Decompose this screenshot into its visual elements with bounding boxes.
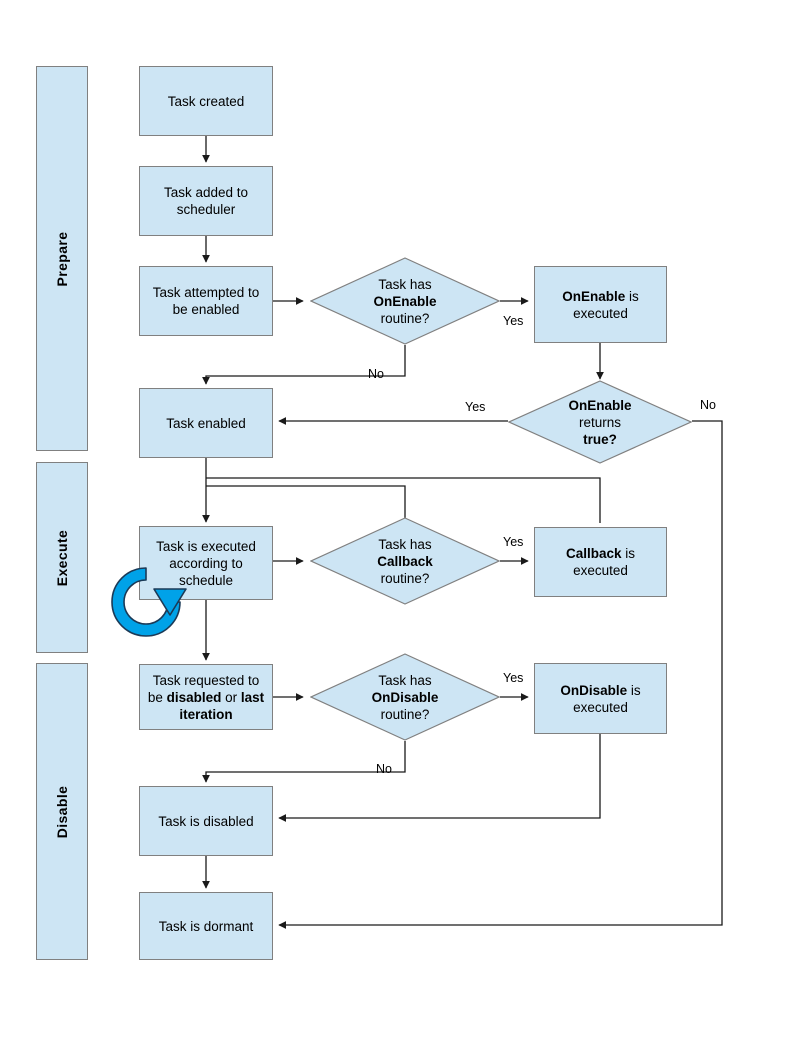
- phase-label-prepare: Prepare: [54, 231, 70, 286]
- phase-band-prepare: Prepare: [36, 66, 88, 451]
- decision-returns-line2: returns: [578, 414, 621, 430]
- decision-onenable-line3: routine?: [380, 310, 430, 326]
- node-task-created-label: Task created: [167, 93, 245, 109]
- diamond-shape: [310, 517, 500, 605]
- node-ondisable-is-executed[interactable]: OnDisable is executed: [534, 663, 667, 734]
- decision-returns-line1: OnEnable: [568, 397, 632, 413]
- decision-onenable-line1: Task has: [378, 276, 432, 292]
- node-onenable-is-executed-bold: OnEnable: [562, 288, 626, 304]
- decision-returns-line3: true?: [583, 431, 617, 447]
- decision-callback-line1: Task has: [378, 536, 432, 552]
- phase-band-execute: Execute: [36, 462, 88, 653]
- edge-label-onenable-no: No: [368, 367, 384, 381]
- decision-task-has-ondisable[interactable]: Task has OnDisable routine?: [310, 653, 500, 741]
- node-task-added-to-scheduler[interactable]: Task added to scheduler: [139, 166, 273, 236]
- node-task-enabled-label: Task enabled: [166, 415, 246, 431]
- node-task-requested-disable[interactable]: Task requested to be disabled or last it…: [139, 664, 273, 730]
- node-callback-is-executed-bold: Callback: [565, 546, 622, 561]
- node-task-attempted-to-be-enabled[interactable]: Task attempted to be enabled: [139, 266, 273, 336]
- node-task-attempted-to-be-enabled-label: Task attempted to be enabled: [152, 285, 260, 317]
- decision-task-has-callback-label: Task has Callback routine?: [310, 517, 500, 605]
- node-task-created[interactable]: Task created: [139, 66, 273, 136]
- decision-onenable-returns-true-label: OnEnable returns true?: [508, 380, 692, 464]
- node-callback-is-executed-label: Callback is executed: [535, 545, 666, 579]
- node-task-is-disabled[interactable]: Task is disabled: [139, 786, 273, 856]
- node-task-is-disabled-label: Task is disabled: [158, 813, 254, 829]
- diamond-shape: [310, 257, 500, 345]
- node-ondisable-is-executed-rest: is executed: [573, 682, 641, 715]
- decision-onenable-line2: OnEnable: [373, 293, 437, 309]
- diamond-shape: [508, 380, 692, 464]
- decision-task-has-onenable[interactable]: Task has OnEnable routine?: [310, 257, 500, 345]
- phase-band-disable: Disable: [36, 663, 88, 960]
- node-onenable-is-executed-rest: is executed: [573, 288, 639, 321]
- diamond-shape: [310, 653, 500, 741]
- node-task-requested-disable-label: Task requested to be disabled or last it…: [140, 672, 272, 723]
- decision-task-has-callback[interactable]: Task has Callback routine?: [310, 517, 500, 605]
- node-task-requested-disable-bold-last-iteration: last iteration: [179, 689, 265, 722]
- node-task-enabled[interactable]: Task enabled: [139, 388, 273, 458]
- node-task-is-dormant[interactable]: Task is dormant: [139, 892, 273, 960]
- decision-callback-line3: routine?: [380, 570, 430, 586]
- node-task-is-executed[interactable]: Task is executed according to schedule: [139, 526, 273, 600]
- node-ondisable-is-executed-bold: OnDisable: [560, 682, 628, 698]
- edge-label-ondisable-yes: Yes: [503, 671, 524, 685]
- decision-callback-line2: Callback: [377, 553, 433, 569]
- decision-task-has-onenable-label: Task has OnEnable routine?: [310, 257, 500, 345]
- edge-label-returns-true-no: No: [700, 398, 716, 412]
- node-task-added-to-scheduler-label: Task added to scheduler: [163, 185, 249, 217]
- node-task-requested-disable-bold-disabled: disabled: [166, 689, 222, 705]
- node-callback-is-executed-rest: is executed: [573, 546, 636, 578]
- edge-label-onenable-yes: Yes: [503, 314, 524, 328]
- decision-ondisable-line3: routine?: [380, 706, 430, 722]
- node-task-requested-disable-text-mid: or: [221, 689, 241, 705]
- phase-label-disable: Disable: [54, 785, 70, 838]
- node-ondisable-is-executed-label: OnDisable is executed: [535, 682, 666, 716]
- loop-arrow-glyph: [111, 567, 187, 637]
- decision-onenable-returns-true[interactable]: OnEnable returns true?: [508, 380, 692, 464]
- node-task-requested-disable-text-before: Task requested to be: [147, 672, 260, 705]
- phase-label-execute: Execute: [54, 529, 70, 586]
- node-onenable-is-executed-label: OnEnable is executed: [535, 288, 666, 322]
- loop-arrow-icon: [106, 563, 190, 641]
- edge-label-ondisable-no: No: [376, 762, 392, 776]
- node-task-is-dormant-label: Task is dormant: [158, 918, 254, 934]
- decision-task-has-ondisable-label: Task has OnDisable routine?: [310, 653, 500, 741]
- node-onenable-is-executed[interactable]: OnEnable is executed: [534, 266, 667, 343]
- node-callback-is-executed[interactable]: Callback is executed: [534, 527, 667, 597]
- edge-label-callback-yes: Yes: [503, 535, 524, 549]
- decision-ondisable-line2: OnDisable: [371, 689, 439, 705]
- edge-label-returns-true-yes: Yes: [465, 400, 486, 414]
- node-task-is-executed-label: Task is executed according to schedule: [156, 538, 256, 588]
- decision-ondisable-line1: Task has: [378, 672, 432, 688]
